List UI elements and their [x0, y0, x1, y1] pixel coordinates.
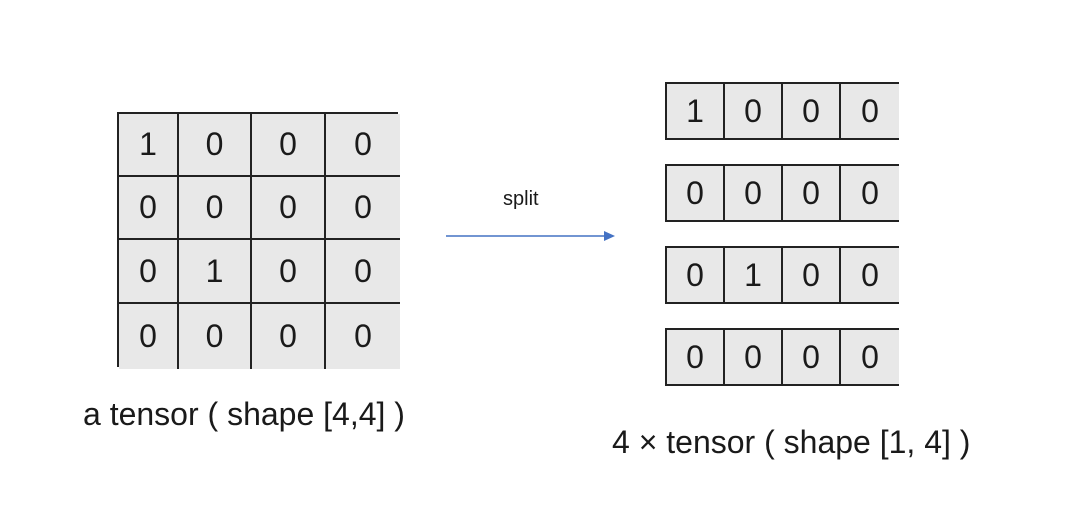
output-cell: 0	[783, 166, 841, 220]
input-cell: 1	[119, 114, 179, 177]
input-cell: 0	[119, 177, 179, 240]
input-cell: 1	[179, 240, 252, 304]
input-cell: 0	[119, 240, 179, 304]
output-caption: 4 × tensor ( shape [1, 4] )	[612, 424, 971, 460]
split-arrow-icon	[446, 231, 615, 241]
output-cell: 1	[725, 248, 783, 302]
input-cell: 0	[326, 177, 400, 240]
output-cell: 0	[725, 166, 783, 220]
output-cell: 0	[841, 84, 899, 138]
split-arrow-head	[604, 231, 615, 241]
input-cell: 0	[326, 304, 400, 369]
input-cell: 0	[252, 177, 326, 240]
input-tensor-grid: 1 0 0 0 0 0 0 0 0 1 0 0 0 0 0 0	[117, 112, 400, 369]
output-cell: 0	[667, 166, 725, 220]
input-cell: 0	[326, 114, 400, 177]
input-cell: 0	[179, 304, 252, 369]
output-cell: 0	[841, 166, 899, 220]
output-cell: 0	[783, 84, 841, 138]
output-cell: 0	[783, 330, 841, 384]
input-cell: 0	[252, 240, 326, 304]
output-cell: 0	[783, 248, 841, 302]
output-cell: 0	[667, 248, 725, 302]
output-cell: 0	[841, 248, 899, 302]
output-cell: 0	[725, 330, 783, 384]
output-tensor-row: 1 0 0 0	[665, 82, 899, 140]
output-cell: 1	[667, 84, 725, 138]
split-label: split	[503, 188, 539, 210]
output-tensor-row: 0 1 0 0	[665, 246, 899, 304]
input-cell: 0	[119, 304, 179, 369]
output-cell: 0	[841, 330, 899, 384]
input-cell: 0	[326, 240, 400, 304]
input-caption: a tensor ( shape [4,4] )	[83, 396, 405, 432]
output-cell: 0	[725, 84, 783, 138]
input-cell: 0	[252, 304, 326, 369]
output-cell: 0	[667, 330, 725, 384]
output-tensor-row: 0 0 0 0	[665, 328, 899, 386]
input-cell: 0	[179, 114, 252, 177]
input-cell: 0	[179, 177, 252, 240]
output-tensor-row: 0 0 0 0	[665, 164, 899, 222]
input-cell: 0	[252, 114, 326, 177]
